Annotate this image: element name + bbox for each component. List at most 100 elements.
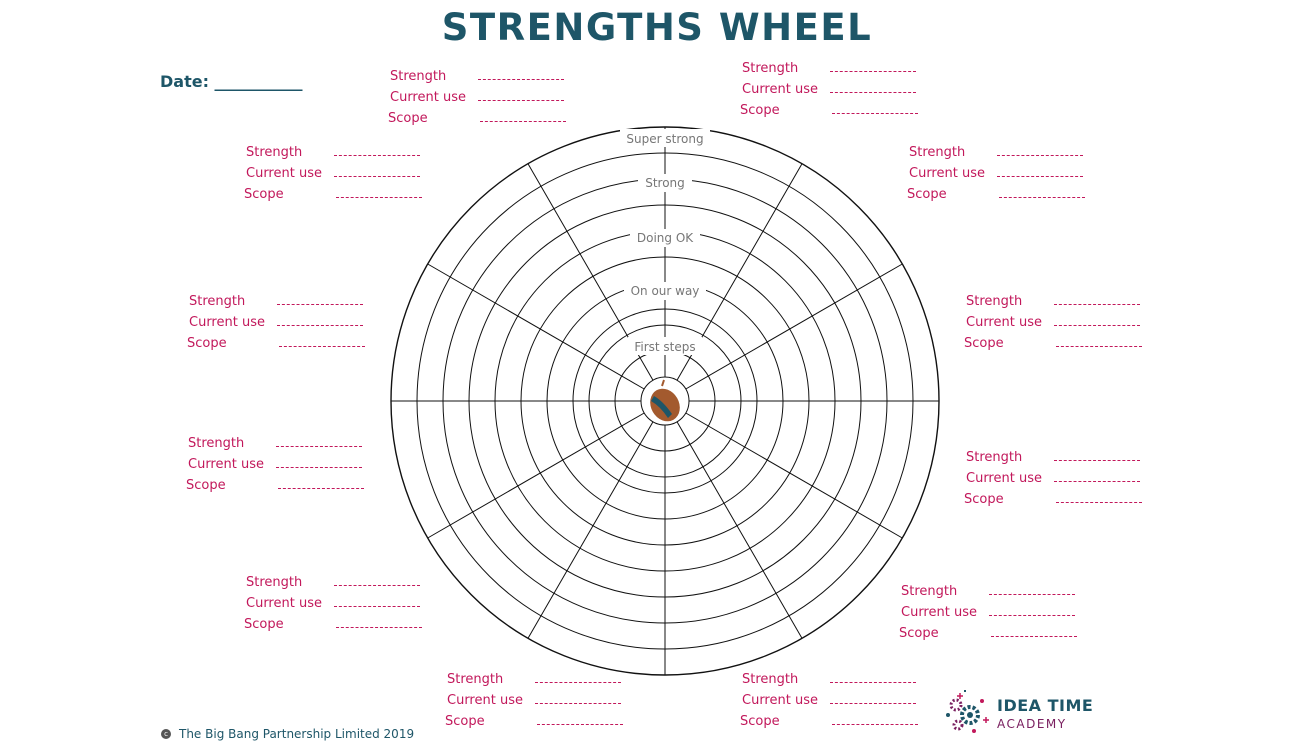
current-use-field[interactable] bbox=[830, 703, 916, 704]
scope-label: Scope bbox=[244, 187, 284, 202]
ring-label-on-our-way: On our way bbox=[631, 284, 700, 298]
current-use-field[interactable] bbox=[535, 703, 621, 704]
wheel-spoke bbox=[427, 412, 645, 539]
strength-entry-lower-right: Strength Current use Scope bbox=[899, 583, 1101, 649]
idea-time-academy-logo: IDEA TIME ACADEMY bbox=[944, 689, 1114, 737]
strength-field[interactable] bbox=[1054, 304, 1140, 305]
scope-label: Scope bbox=[187, 336, 227, 351]
current-use-label: Current use bbox=[742, 693, 818, 708]
strength-label: Strength bbox=[447, 672, 504, 687]
current-use-label: Current use bbox=[390, 90, 466, 105]
logo-line-2: ACADEMY bbox=[997, 717, 1067, 731]
strength-label: Strength bbox=[188, 436, 245, 451]
strength-field[interactable] bbox=[989, 594, 1075, 595]
strength-label: Strength bbox=[909, 145, 966, 160]
strength-entry-middle-right-upper: Strength Current use Scope bbox=[964, 293, 1166, 359]
scope-label: Scope bbox=[740, 714, 780, 729]
scope-field[interactable] bbox=[537, 724, 623, 725]
ring-label-doing-ok: Doing OK bbox=[637, 231, 694, 245]
wheel-spoke bbox=[676, 421, 803, 639]
strength-field[interactable] bbox=[830, 71, 916, 72]
scope-field[interactable] bbox=[480, 121, 566, 122]
scope-field[interactable] bbox=[278, 488, 364, 489]
strength-entry-bottom-right: Strength Current use Scope bbox=[740, 671, 942, 737]
scope-label: Scope bbox=[899, 626, 939, 641]
scope-field[interactable] bbox=[999, 197, 1085, 198]
strength-field[interactable] bbox=[1054, 460, 1140, 461]
scope-label: Scope bbox=[244, 617, 284, 632]
page-title: STRENGTHS WHEEL bbox=[441, 6, 873, 49]
strength-entry-middle-right-lower: Strength Current use Scope bbox=[964, 449, 1166, 515]
scope-field[interactable] bbox=[336, 627, 422, 628]
logo-line-1: IDEA TIME bbox=[997, 696, 1094, 715]
current-use-label: Current use bbox=[246, 596, 322, 611]
strength-entry-bottom-left: Strength Current use Scope bbox=[445, 671, 647, 737]
current-use-label: Current use bbox=[966, 315, 1042, 330]
scope-label: Scope bbox=[907, 187, 947, 202]
strength-entry-middle-left-upper: Strength Current use Scope bbox=[187, 293, 389, 359]
scope-field[interactable] bbox=[279, 346, 365, 347]
date-field[interactable]: Date: ___________ bbox=[160, 72, 303, 91]
scope-label: Scope bbox=[388, 111, 428, 126]
strength-label: Strength bbox=[246, 575, 303, 590]
current-use-label: Current use bbox=[901, 605, 977, 620]
current-use-label: Current use bbox=[189, 315, 265, 330]
strength-field[interactable] bbox=[535, 682, 621, 683]
strength-entry-top-left-upper: Strength Current use Scope bbox=[388, 68, 590, 134]
scope-label: Scope bbox=[964, 492, 1004, 507]
scope-field[interactable] bbox=[1056, 502, 1142, 503]
scope-label: Scope bbox=[445, 714, 485, 729]
scope-field[interactable] bbox=[832, 113, 918, 114]
current-use-label: Current use bbox=[188, 457, 264, 472]
strength-entry-lower-left: Strength Current use Scope bbox=[244, 574, 446, 640]
current-use-field[interactable] bbox=[277, 325, 363, 326]
ring-label-strong: Strong bbox=[645, 176, 685, 190]
current-use-field[interactable] bbox=[478, 100, 564, 101]
scope-label: Scope bbox=[740, 103, 780, 118]
ring-label-first-steps: First steps bbox=[634, 340, 695, 354]
strength-field[interactable] bbox=[334, 585, 420, 586]
acorn-icon bbox=[650, 379, 680, 422]
strength-field[interactable] bbox=[334, 155, 420, 156]
current-use-field[interactable] bbox=[276, 467, 362, 468]
copyright-text: The Big Bang Partnership Limited 2019 bbox=[179, 727, 415, 741]
strength-label: Strength bbox=[966, 294, 1023, 309]
strength-label: Strength bbox=[901, 584, 958, 599]
scope-label: Scope bbox=[964, 336, 1004, 351]
strength-entry-middle-left-lower: Strength Current use Scope bbox=[186, 435, 388, 501]
strength-label: Strength bbox=[246, 145, 303, 160]
wheel-spokes bbox=[391, 127, 939, 675]
strength-field[interactable] bbox=[478, 79, 564, 80]
scope-field[interactable] bbox=[1056, 346, 1142, 347]
current-use-label: Current use bbox=[447, 693, 523, 708]
current-use-label: Current use bbox=[966, 471, 1042, 486]
scope-field[interactable] bbox=[832, 724, 918, 725]
current-use-field[interactable] bbox=[989, 615, 1075, 616]
strength-label: Strength bbox=[742, 61, 799, 76]
strength-label: Strength bbox=[189, 294, 246, 309]
strength-field[interactable] bbox=[997, 155, 1083, 156]
current-use-field[interactable] bbox=[334, 176, 420, 177]
wheel-spoke bbox=[427, 263, 645, 390]
wheel-spoke bbox=[685, 412, 903, 539]
current-use-label: Current use bbox=[909, 166, 985, 181]
copyright-footer: c The Big Bang Partnership Limited 2019 bbox=[161, 727, 414, 741]
strength-label: Strength bbox=[390, 69, 447, 84]
strength-field[interactable] bbox=[277, 304, 363, 305]
strength-field[interactable] bbox=[830, 682, 916, 683]
scope-field[interactable] bbox=[991, 636, 1077, 637]
copyright-icon: c bbox=[161, 729, 171, 739]
current-use-field[interactable] bbox=[1054, 325, 1140, 326]
current-use-field[interactable] bbox=[334, 606, 420, 607]
ring-label-super-strong: Super strong bbox=[626, 132, 703, 146]
strength-field[interactable] bbox=[276, 446, 362, 447]
strength-entry-top-right-upper: Strength Current use Scope bbox=[740, 60, 942, 126]
current-use-field[interactable] bbox=[1054, 481, 1140, 482]
current-use-field[interactable] bbox=[830, 92, 916, 93]
current-use-field[interactable] bbox=[997, 176, 1083, 177]
wheel-spoke bbox=[685, 263, 903, 390]
scope-label: Scope bbox=[186, 478, 226, 493]
gears-icon bbox=[946, 690, 989, 733]
scope-field[interactable] bbox=[336, 197, 422, 198]
